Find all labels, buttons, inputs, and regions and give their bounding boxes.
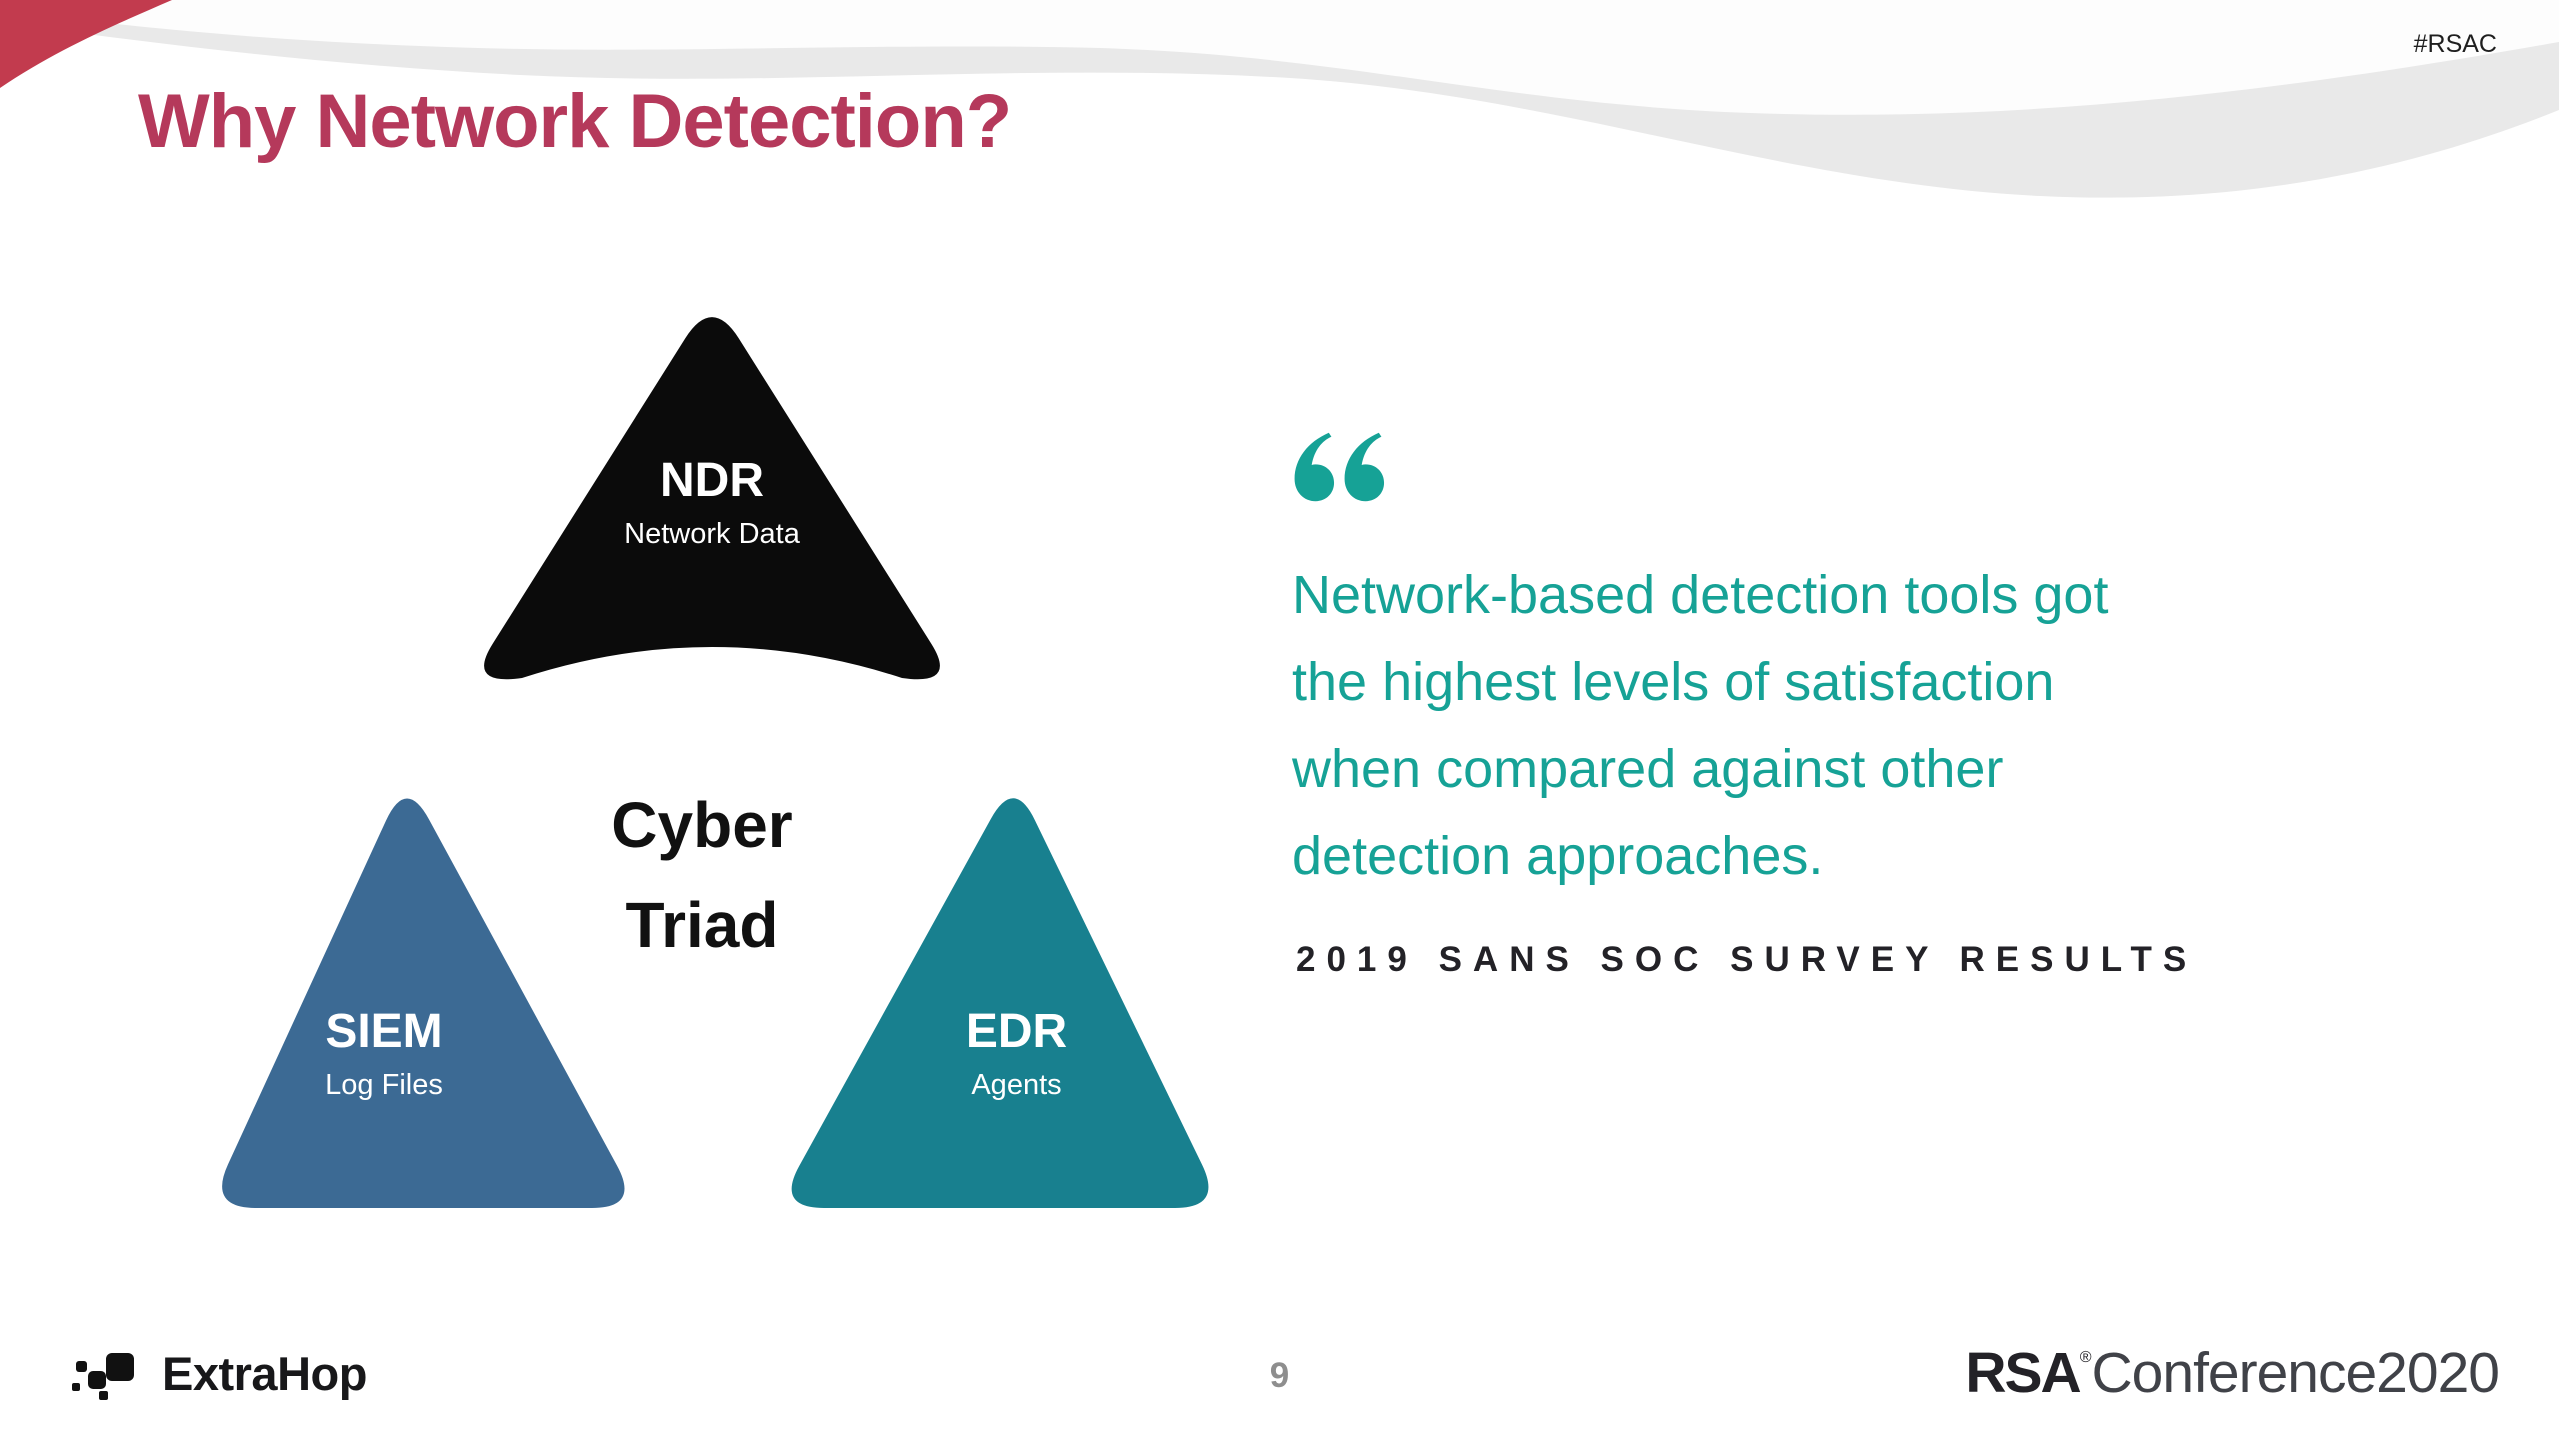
quote-mark-glyphs — [1294, 432, 1385, 502]
siem-abbr: SIEM — [325, 1005, 443, 1058]
ndr-triangle-shape — [484, 317, 940, 680]
rsa-logo-bold: RSA — [1965, 1341, 2081, 1405]
quote-line: Network-based detection tools got — [1292, 565, 2109, 625]
ndr-labels: NDR Network Data — [452, 452, 972, 552]
siem-triangle-shape — [222, 798, 625, 1208]
rsa-logo-conference: Conference2020 — [2091, 1341, 2500, 1405]
corner-red-shape — [0, 0, 172, 88]
extrahop-logo-icon — [72, 1353, 134, 1400]
cyber-triad-line1: Cyber — [611, 789, 793, 861]
edr-triangle — [791, 798, 1209, 1208]
page-number: 9 — [1269, 1356, 1290, 1395]
quote-attribution: 2019 SANS SOC SURVEY RESULTS — [1296, 940, 2198, 979]
ndr-sublabel: Network Data — [624, 518, 800, 550]
cyber-triad-label: Cyber Triad — [537, 775, 867, 975]
extrahop-wordmark: ExtraHop — [162, 1346, 367, 1400]
rsac-hashtag: #RSAC — [2413, 30, 2497, 58]
siem-sublabel: Log Files — [325, 1069, 443, 1101]
top-wave-decoration — [0, 0, 2559, 198]
extrahop-icon-shapes — [72, 1353, 134, 1400]
ndr-abbr: NDR — [660, 454, 764, 507]
rsa-conference-logo: RSA®Conference2020 — [1965, 1340, 2500, 1406]
edr-abbr: EDR — [965, 1005, 1068, 1058]
edr-triangle-shape — [791, 798, 1209, 1208]
wave-white-shape — [0, 0, 2559, 115]
quote-line: detection approaches. — [1292, 826, 1824, 886]
siem-labels: SIEM Log Files — [154, 1003, 614, 1103]
extrahop-logo: ExtraHop — [72, 1338, 367, 1408]
quote-line: when compared against other — [1292, 739, 2004, 799]
edr-sublabel: Agents — [971, 1069, 1062, 1101]
rsa-registered-mark: ® — [2079, 1349, 2092, 1366]
siem-triangle — [222, 798, 625, 1208]
edr-labels: EDR Agents — [779, 1003, 1254, 1103]
quote-mark-icon — [1294, 432, 1385, 502]
cyber-triad-line2: Triad — [625, 889, 779, 961]
page-title: Why Network Detection? — [138, 79, 1012, 164]
ndr-triangle — [484, 317, 940, 680]
quote-text: Network-based detection tools got the hi… — [1292, 552, 2452, 900]
quote-line: the highest levels of satisfaction — [1292, 652, 2055, 712]
